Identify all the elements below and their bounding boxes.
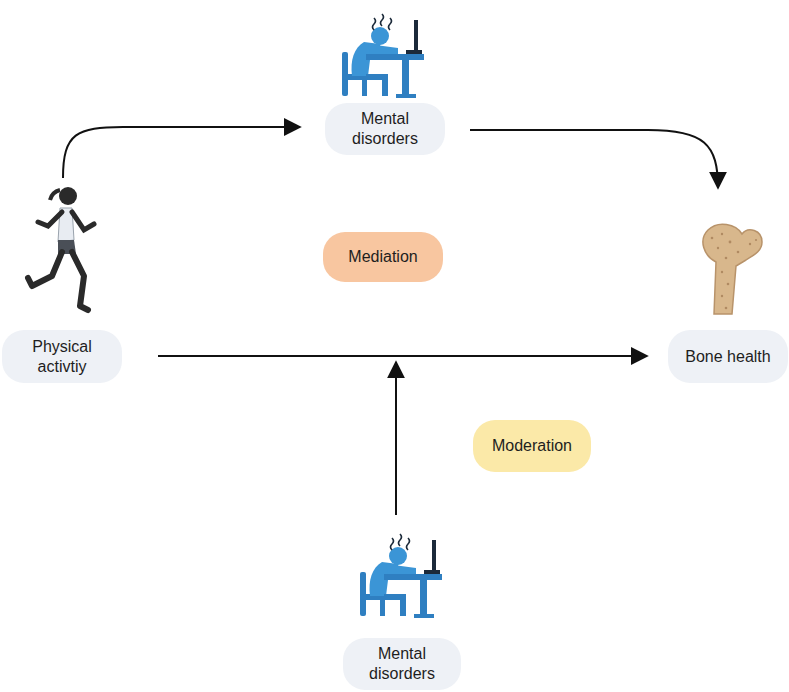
- stress-icon: [342, 14, 424, 98]
- pill-shape: Mental disorders: [325, 103, 445, 155]
- pill-shape: Physical activtiy: [2, 330, 122, 383]
- pill-shape: Mental disorders: [343, 638, 461, 690]
- moderation-tag: Moderation: [473, 420, 591, 472]
- runner-icon: [28, 187, 94, 310]
- outcome-box: Bone health: [647, 188, 788, 383]
- node-label: Bone health: [685, 347, 770, 367]
- moderator-box: Mental disorders: [343, 535, 461, 690]
- node-label: Moderation: [492, 436, 572, 456]
- pill-shape: Moderation: [473, 420, 591, 472]
- mediation-tag: Mediation: [323, 232, 443, 282]
- moderation-arrow: [395, 362, 397, 515]
- mediator-box: Mental disorders: [300, 20, 470, 155]
- path-arrow: [63, 127, 300, 178]
- pill-shape: Mediation: [323, 232, 443, 282]
- path-arrow: [470, 130, 718, 188]
- node-label: Mental disorders: [335, 109, 435, 149]
- node-label: Physical activtiy: [12, 337, 112, 377]
- exposure-box: Physical activtiy: [2, 178, 158, 383]
- stress-icon: [360, 534, 442, 618]
- node-label: Mental disorders: [353, 644, 451, 684]
- bone-icon: [703, 224, 762, 314]
- node-label: Mediation: [348, 247, 417, 267]
- pill-shape: Bone health: [668, 330, 788, 383]
- path-arrow: [158, 355, 647, 357]
